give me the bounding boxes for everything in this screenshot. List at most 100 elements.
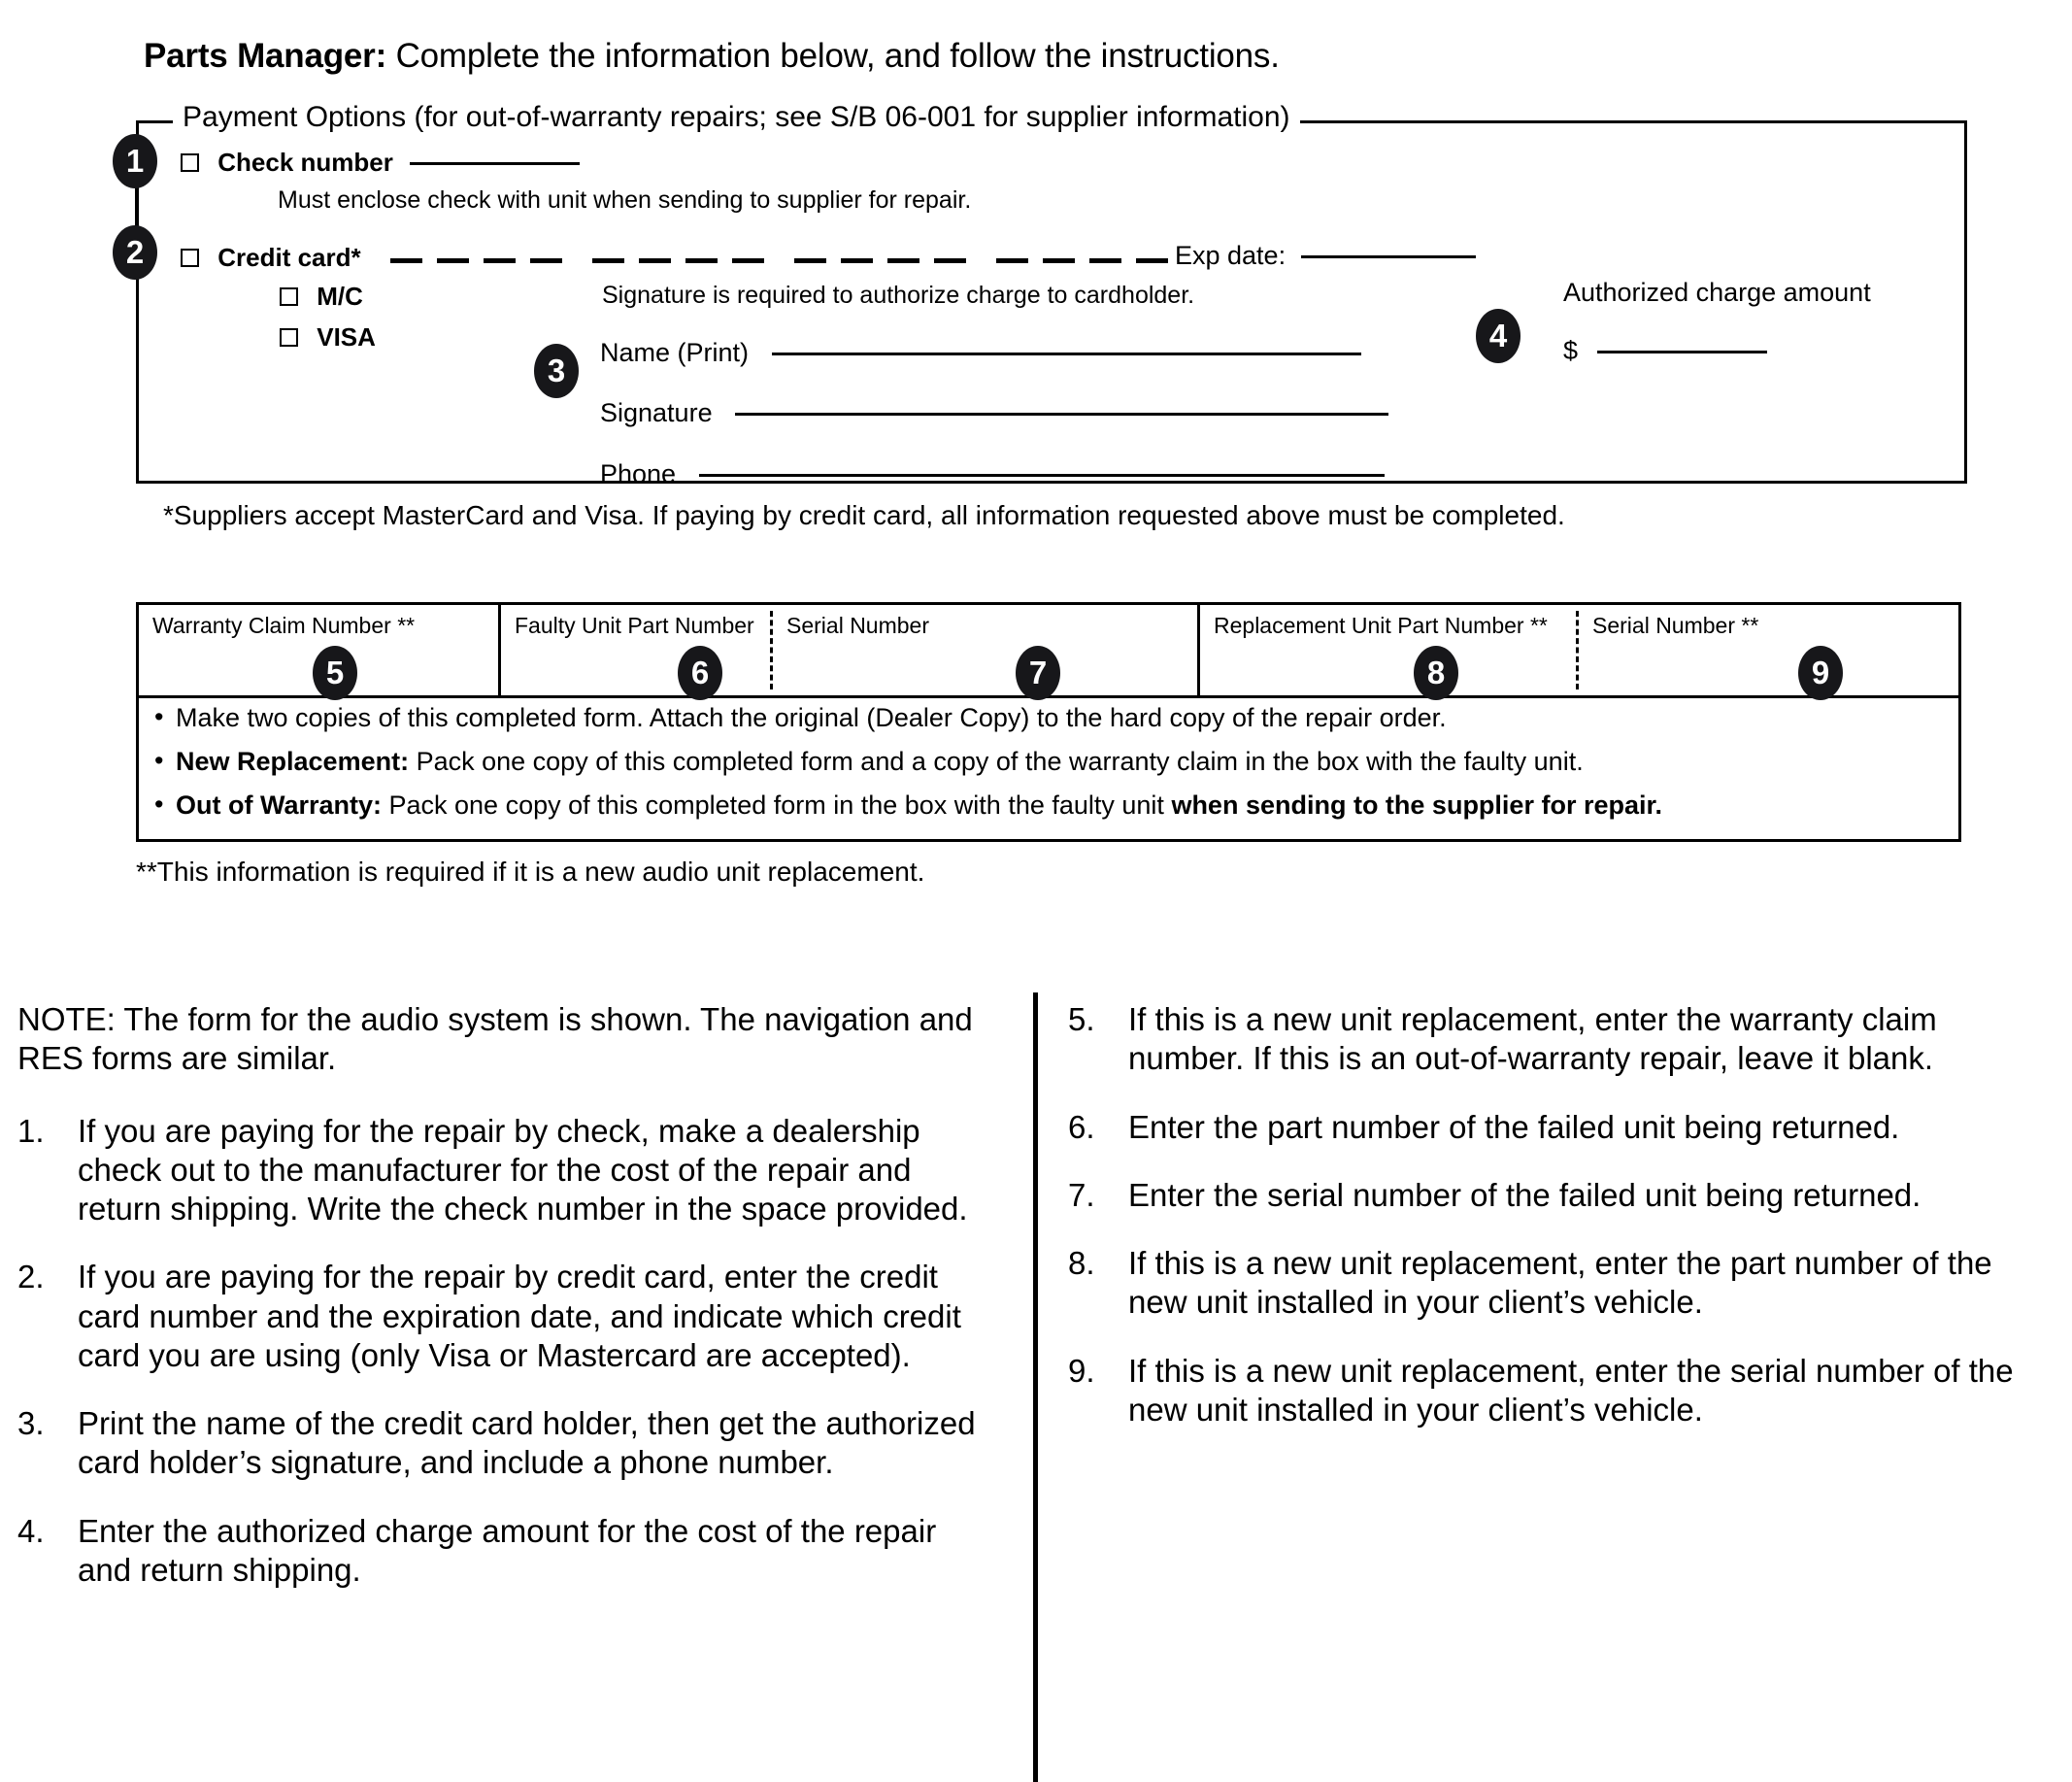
card-dash (1043, 258, 1075, 263)
check-number-checkbox[interactable] (181, 153, 199, 172)
instructions-right-list: 5. If this is a new unit replacement, en… (1068, 1000, 2058, 1429)
signature-required-note: Signature is required to authorize charg… (602, 282, 1195, 309)
bullet-bold-tail: when sending to the supplier for repair. (1171, 790, 1663, 820)
table-header-row: Warranty Claim Number ** Faulty Unit Par… (139, 605, 1958, 695)
step-marker-9: 9 (1798, 646, 1843, 700)
list-item-number: 8. (1068, 1245, 1095, 1281)
list-item-text: Enter the serial number of the failed un… (1128, 1176, 1922, 1213)
card-dash (484, 258, 516, 263)
visa-option-row: VISA (280, 322, 376, 353)
name-print-input-line[interactable] (771, 353, 1361, 355)
list-item: 3. Print the name of the credit card hol… (17, 1404, 998, 1483)
column-divider (1033, 992, 1038, 1782)
card-dash (639, 258, 671, 263)
list-item-text: If you are paying for the repair by chec… (78, 1112, 968, 1227)
list-item-text: If this is a new unit replacement, enter… (1128, 1352, 2014, 1428)
authorized-charge-row: $ (1563, 336, 1767, 366)
marker-connector-line (135, 171, 138, 251)
list-item-number: 3. (17, 1405, 45, 1441)
instructions-left-list: 1. If you are paying for the repair by c… (17, 1112, 998, 1591)
list-item: 1. If you are paying for the repair by c… (17, 1112, 998, 1229)
credit-card-number-input[interactable] (390, 241, 1168, 268)
list-item-text: If this is a new unit replacement, enter… (1128, 1001, 1937, 1077)
list-item: 9. If this is a new unit replacement, en… (1068, 1352, 2058, 1430)
list-item: 8. If this is a new unit replacement, en… (1068, 1244, 2058, 1323)
instructions-note: NOTE: The form for the audio system is s… (17, 1001, 973, 1077)
exp-date-label: Exp date: (1175, 241, 1287, 270)
column-divider-solid (498, 605, 501, 695)
page-title-rest: Complete the information below, and foll… (386, 37, 1280, 75)
bullet-text: Make two copies of this completed form. … (176, 703, 1447, 732)
step-marker-3: 3 (534, 344, 579, 398)
step-marker-4: 4 (1476, 309, 1521, 363)
list-item-number: 9. (1068, 1352, 1095, 1389)
list-item-number: 5. (1068, 1001, 1095, 1037)
card-dash (592, 258, 624, 263)
step-marker-7: 7 (1016, 646, 1060, 700)
column-serial-number-faulty[interactable]: Serial Number (773, 605, 1197, 695)
list-item-text: Enter the part number of the failed unit… (1128, 1108, 1900, 1145)
footnote-single-star: *Suppliers accept MasterCard and Visa. I… (163, 500, 1565, 530)
list-item-text: If this is a new unit replacement, enter… (1128, 1245, 1992, 1321)
mc-checkbox[interactable] (280, 287, 298, 306)
column-header-label: Replacement Unit Part Number ** (1214, 613, 1548, 638)
list-item-number: 4. (17, 1512, 45, 1549)
dollar-sign: $ (1563, 336, 1579, 365)
visa-checkbox[interactable] (280, 328, 298, 347)
column-replacement-unit-part-number[interactable]: Replacement Unit Part Number ** (1200, 605, 1576, 695)
page-title: Parts Manager: Complete the information … (144, 37, 1280, 76)
bullet-bold-lead: Out of Warranty: (176, 790, 382, 820)
card-dash (887, 258, 919, 263)
list-item: 6. Enter the part number of the failed u… (1068, 1108, 2058, 1147)
signature-input-line[interactable] (735, 413, 1389, 416)
card-dash (437, 258, 469, 263)
list-item: New Replacement: Pack one copy of this c… (154, 746, 1951, 777)
column-warranty-claim-number[interactable]: Warranty Claim Number ** (139, 605, 498, 695)
column-divider-dashed (1576, 611, 1579, 689)
phone-input-line[interactable] (698, 474, 1385, 477)
check-number-row: Check number (181, 148, 581, 178)
list-item-number: 6. (1068, 1108, 1095, 1145)
exp-date-input-line[interactable] (1300, 255, 1476, 258)
authorized-charge-input-line[interactable] (1596, 351, 1767, 353)
page-title-bold: Parts Manager: (144, 37, 387, 75)
footnote-double-star: **This information is required if it is … (136, 857, 925, 887)
card-dash (390, 258, 422, 263)
phone-label: Phone (600, 459, 677, 488)
column-header-label: Warranty Claim Number ** (152, 613, 416, 638)
list-item: Out of Warranty: Pack one copy of this c… (154, 790, 1951, 821)
step-marker-6: 6 (678, 646, 722, 700)
table-instructions-list: Make two copies of this completed form. … (154, 702, 1951, 834)
list-item-text: Enter the authorized charge amount for t… (78, 1512, 937, 1588)
bullet-text: Pack one copy of this completed form in … (382, 790, 1172, 820)
step-marker-1: 1 (113, 134, 157, 188)
column-header-label: Serial Number (786, 613, 929, 638)
list-item: 4. Enter the authorized charge amount fo… (17, 1512, 998, 1591)
bullet-bold-lead: New Replacement: (176, 747, 410, 776)
card-dash (530, 258, 562, 263)
step-marker-8: 8 (1414, 646, 1458, 700)
check-number-input-line[interactable] (410, 162, 581, 165)
list-item: 7. Enter the serial number of the failed… (1068, 1176, 2058, 1215)
check-number-label: Check number (217, 148, 393, 177)
column-divider-dashed (770, 611, 773, 689)
card-dash (996, 258, 1028, 263)
card-dash (934, 258, 966, 263)
step-marker-5: 5 (313, 646, 357, 700)
list-item-number: 1. (17, 1112, 45, 1149)
credit-card-checkbox[interactable] (181, 249, 199, 267)
card-dash (794, 258, 826, 263)
column-faulty-unit-part-number[interactable]: Faulty Unit Part Number (501, 605, 770, 695)
card-dash (685, 258, 718, 263)
signature-label: Signature (600, 398, 713, 427)
instructions-left-column: NOTE: The form for the audio system is s… (17, 1000, 998, 1619)
authorized-charge-label: Authorized charge amount (1563, 278, 1871, 307)
column-serial-number-replacement[interactable]: Serial Number ** (1579, 605, 1958, 695)
card-dash (1136, 258, 1168, 263)
card-dash (1089, 258, 1121, 263)
name-print-label: Name (Print) (600, 338, 750, 367)
phone-row: Phone (600, 459, 1385, 489)
list-item: 2. If you are paying for the repair by c… (17, 1258, 998, 1375)
instructions-right-column: 5. If this is a new unit replacement, en… (1068, 1000, 2058, 1459)
list-item: Make two copies of this completed form. … (154, 702, 1951, 733)
